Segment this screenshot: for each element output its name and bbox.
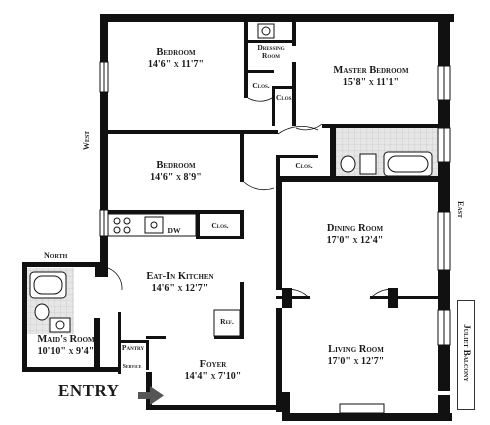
master-bath-fixtures [340,151,433,177]
entry-label: ENTRY [58,381,120,400]
room-name: Foyer [199,359,227,370]
label-dishwasher: DW [167,226,181,235]
interior-walls [108,22,438,412]
label-refrigerator: Ref. [220,317,234,326]
room-dining-room: Dining Room 17'0" x 12'4" [300,223,410,247]
label-closet: Clos. [295,161,313,170]
room-master-bedroom: Master Bedroom 15'8" x 11'1" [316,65,426,89]
room-living-room: Living Room 17'0" x 12'7" [306,344,406,368]
room-bedroom-1: Bedroom 14'6" x 11'7" [138,47,214,71]
compass-north: North [44,251,68,260]
room-maids-room: Maid's Room 10'10" x 9'4" [30,334,102,358]
room-dimensions: 10'10" x 9'4" [37,346,95,358]
juliet-balcony: Juliet Balcony [457,300,475,410]
room-dimensions: 15'8" x 11'1" [342,77,400,89]
label-closet: Clos. [211,221,229,230]
room-bedroom-2: Bedroom 14'6" x 8'9" [138,160,214,184]
room-name: Eat-In Kitchen [146,271,214,282]
room-foyer: Foyer 14'4" x 7'10" [172,359,254,383]
room-name: Living Room [328,344,384,355]
balcony-label: Juliet Balcony [462,324,472,382]
room-dimensions: 17'0" x 12'4" [326,235,384,247]
room-name: Master Bedroom [333,65,409,76]
label-pantry: Pantry [121,343,145,352]
kitchen-counter [107,213,241,337]
label-closet: Clos. [276,93,294,102]
room-name: Maid's Room [37,334,95,345]
compass-west: West [82,130,92,151]
compass-east: East [456,200,466,219]
label-dressing-room: Dressing Room [257,43,285,61]
room-name: Dining Room [326,223,384,234]
room-dimensions: 14'6" x 8'9" [150,172,202,184]
room-dimensions: 14'6" x 11'7" [147,59,205,71]
room-eat-in-kitchen: Eat-In Kitchen 14'6" x 12'7" [130,271,230,295]
room-dimensions: 14'4" x 7'10" [184,371,242,383]
room-name: Bedroom [156,160,196,171]
label-closet: Clos. [252,81,270,90]
label-service: Service [122,364,142,370]
room-dimensions: 14'6" x 12'7" [151,283,209,295]
room-dimensions: 17'0" x 12'7" [327,356,385,368]
windows [99,61,451,414]
maids-bath-fixtures [29,271,71,333]
entry-arrow [138,386,164,405]
doors [107,97,399,300]
outer-walls [22,14,454,421]
room-name: Bedroom [156,47,196,58]
dressing-sink [257,23,275,39]
